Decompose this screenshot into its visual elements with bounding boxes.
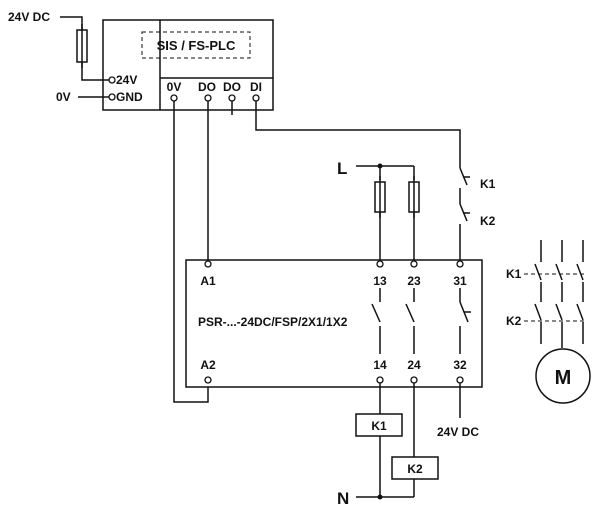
output-24v-dc-label: 24V DC <box>437 425 479 439</box>
relay-terminal-a2: A2 <box>200 358 216 372</box>
plc-terminal-di: DI <box>250 80 262 94</box>
relay-terminal-13: 13 <box>373 274 387 288</box>
neutral-n-label: N <box>337 489 349 508</box>
plc-title-frame <box>141 31 251 59</box>
safety-relay-block <box>185 259 483 388</box>
feedback-contact-k2-label: K2 <box>480 214 496 228</box>
power-contact-k2-label: K2 <box>506 314 522 328</box>
coil-k2 <box>391 456 439 480</box>
plc-terminal-gnd: GND <box>116 90 143 104</box>
safety-relay-model: PSR-...-24DC/FSP/2X1/1X2 <box>198 315 348 329</box>
coil-k1 <box>355 413 403 437</box>
terminal-gnd <box>108 93 116 101</box>
relay-terminal-14: 14 <box>373 358 387 372</box>
relay-terminal-24: 24 <box>407 358 421 372</box>
coil-k1-label: K1 <box>371 419 387 433</box>
line-l-label: L <box>337 159 347 178</box>
supply-0v-label: 0V <box>56 90 71 104</box>
motor-label: M <box>555 367 572 389</box>
terminal-plc-0v <box>170 94 178 102</box>
terminal-24v <box>108 76 116 84</box>
plc-terminal-do1: DO <box>198 80 216 94</box>
relay-terminal-23: 23 <box>407 274 421 288</box>
coil-k2-label: K2 <box>407 462 423 476</box>
plc-title: SIS / FS-PLC <box>157 38 236 53</box>
motor-symbol <box>535 348 591 404</box>
plc-terminal-24v: 24V <box>116 73 137 87</box>
plc-terminal-do2: DO <box>223 80 241 94</box>
plc-terminal-0v: 0V <box>167 80 182 94</box>
relay-terminal-32: 32 <box>453 358 467 372</box>
power-contact-k1-label: K1 <box>506 267 522 281</box>
terminal-plc-do2 <box>228 94 236 102</box>
relay-terminal-a1: A1 <box>200 274 216 288</box>
terminal-plc-do1 <box>204 94 212 102</box>
relay-terminal-31: 31 <box>453 274 467 288</box>
supply-24v-dc-label: 24V DC <box>8 10 50 24</box>
terminal-plc-di <box>252 94 260 102</box>
feedback-contact-k1-label: K1 <box>480 177 496 191</box>
plc-block <box>102 19 274 111</box>
